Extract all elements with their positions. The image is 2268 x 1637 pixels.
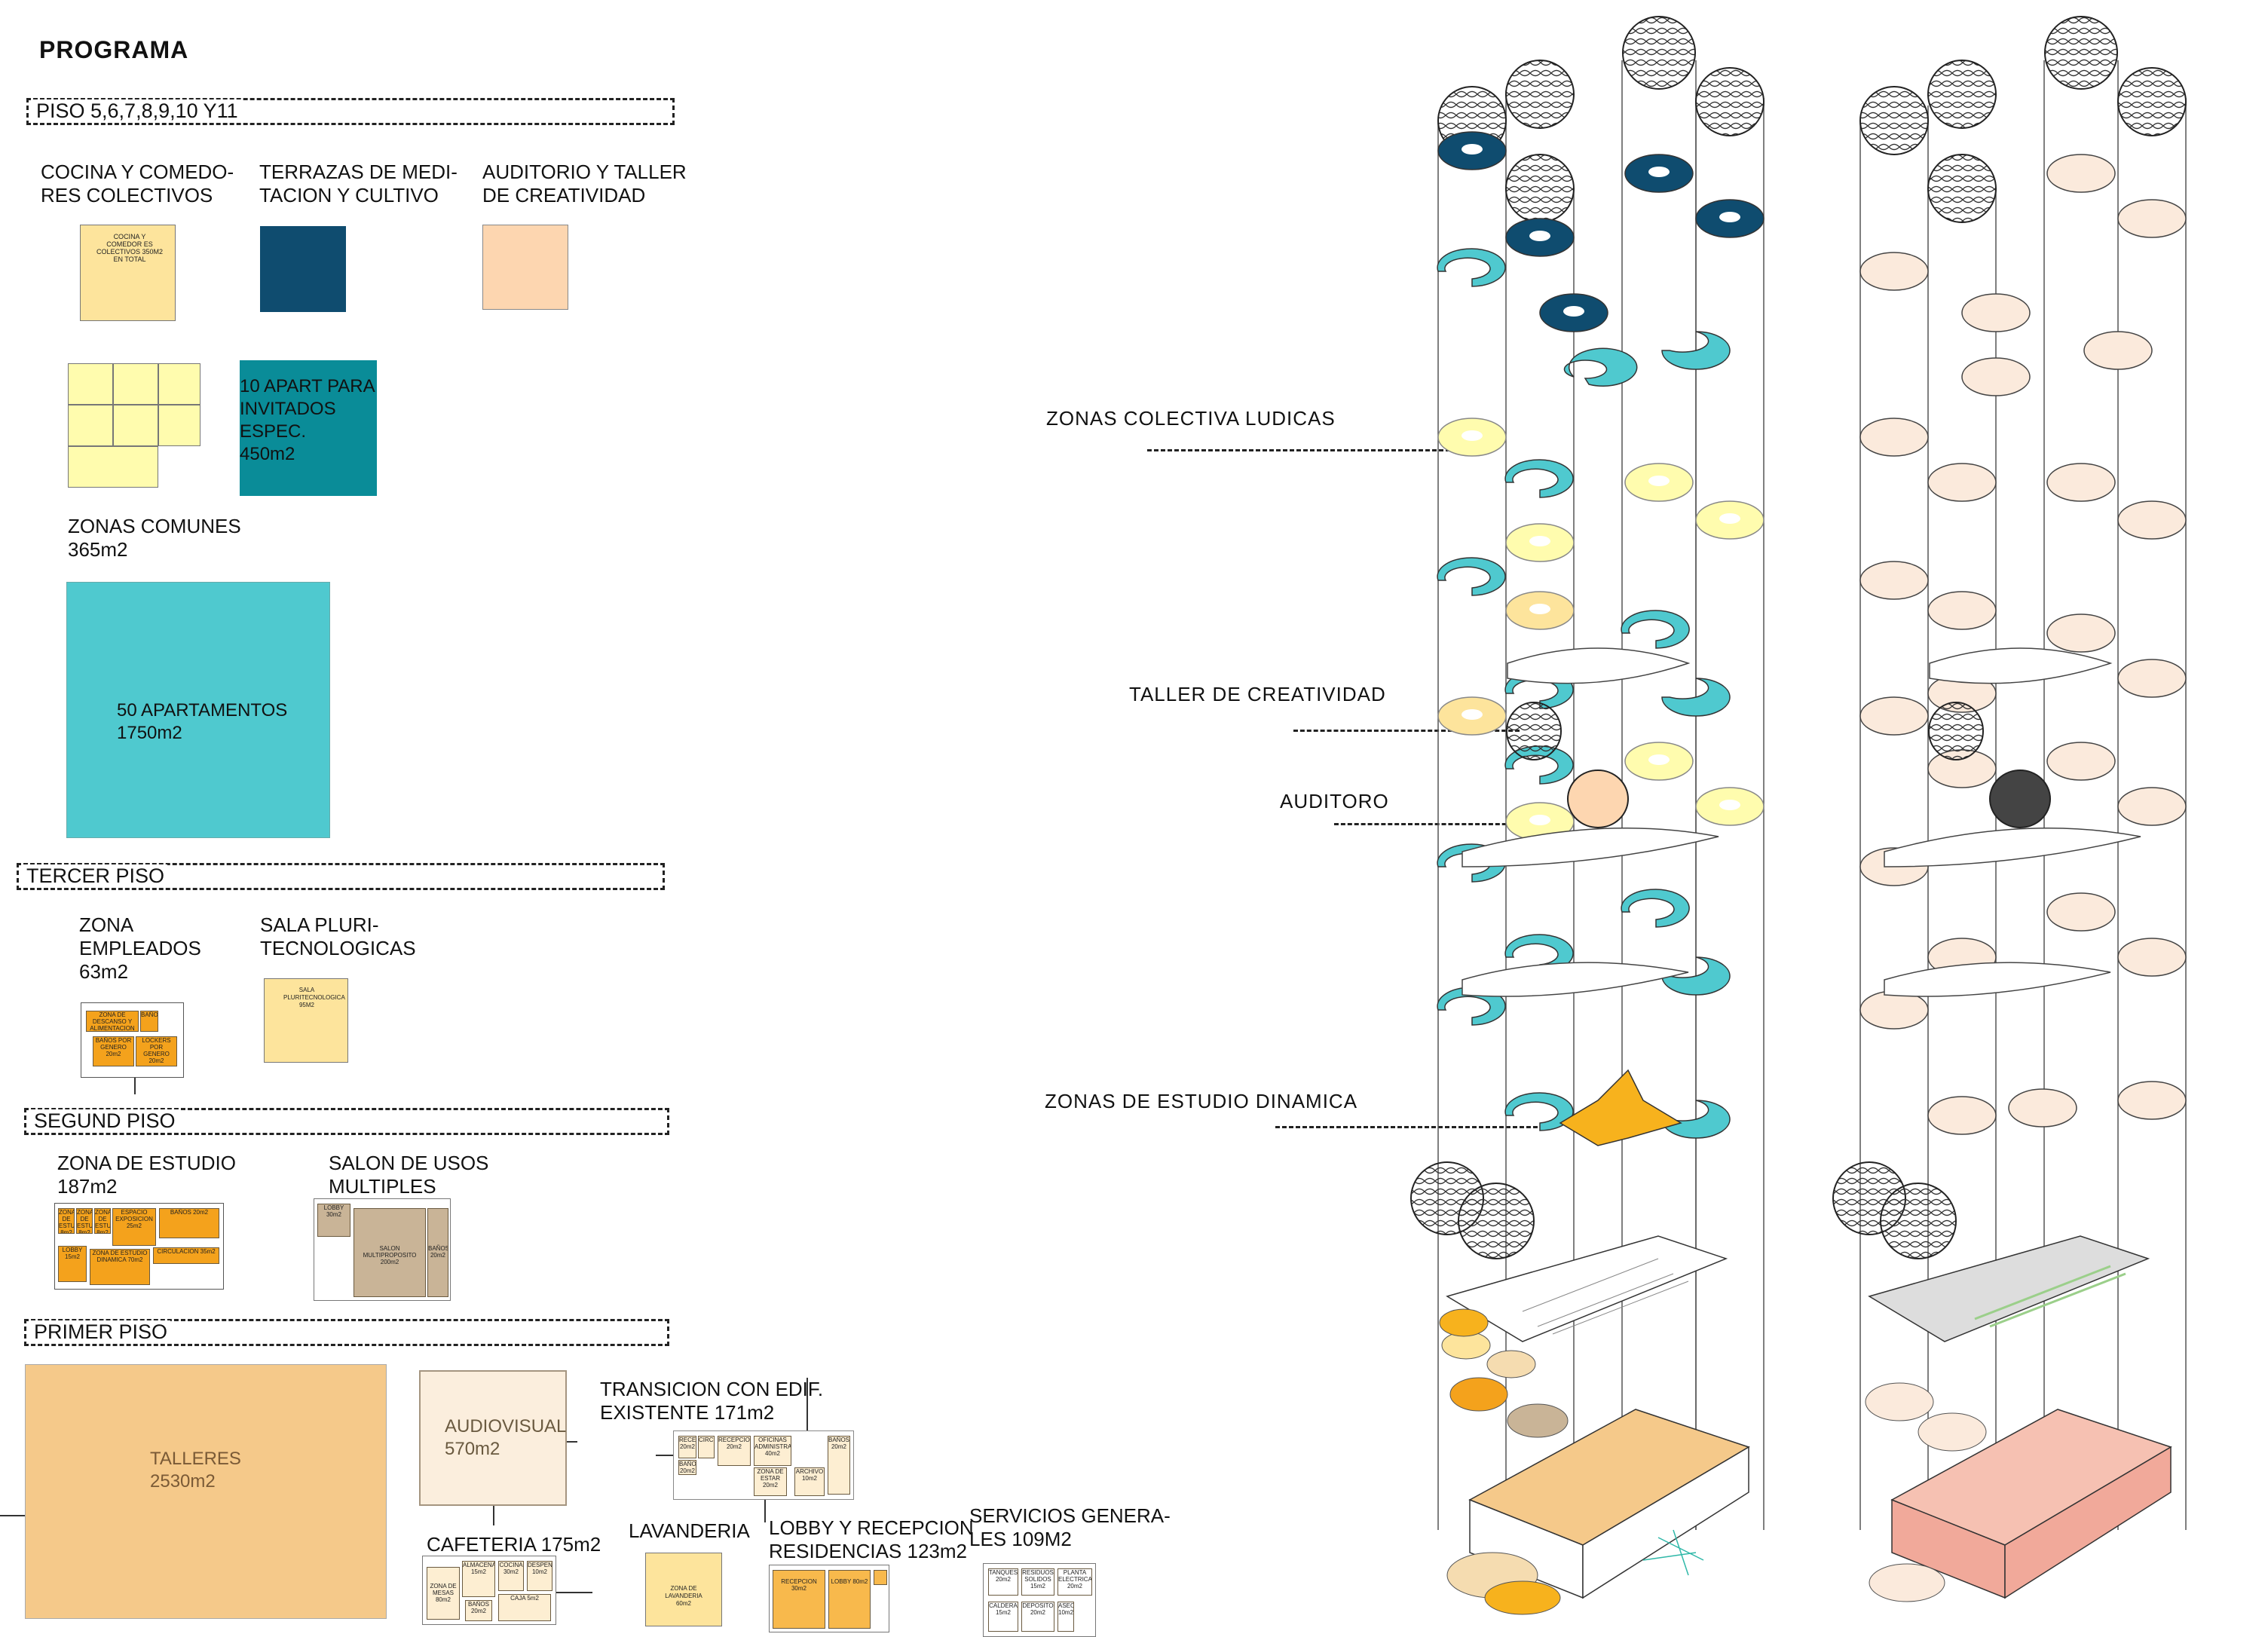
transition-cell: ARCHIVO 10m2 (794, 1467, 825, 1496)
cafeteria-cell: CAJA 5m2 (498, 1594, 551, 1621)
services-cell: PLANTA ELECTRICA 20m2 (1057, 1568, 1092, 1596)
study-cell: ZONA DE ESTUDIO 8m2 (94, 1208, 111, 1234)
transition-cell: RECEPCION 20m2 (718, 1436, 751, 1466)
terrace-label: TERRAZAS DE MEDI- TACION Y CULTIVO (259, 161, 458, 207)
guest-apartments-label: 10 APART PARA INVITADOS ESPEC. 450m2 (240, 376, 375, 464)
pluritech-block: SALA PLURITECNOLOGICA 95M2 (264, 978, 348, 1063)
audiovisual-label: AUDIOVISUAL 570m2 (445, 1416, 567, 1459)
auditorium-label: AUDITORIO Y TALLER DE CREATIVIDAD (482, 161, 687, 207)
services-cell: ASEO 10m2 (1057, 1602, 1074, 1632)
audiovisual-block: AUDIOVISUAL 570m2 (419, 1370, 567, 1506)
floor-header-second: SEGUND PISO (24, 1108, 669, 1135)
services-cell: RESIDUOS SOLIDOS 15m2 (1021, 1568, 1054, 1596)
transition-cell: CIRC. (698, 1436, 715, 1458)
study-zone-shape (1559, 1069, 1682, 1146)
pluritech-label: SALA PLURI- TECNOLOGICAS (260, 913, 416, 959)
transition-cell: RECEPCION 20m2 (678, 1436, 696, 1458)
study-cell: ZONA DE ESTUDIO DINAMICA 70m2 (90, 1249, 150, 1285)
floor-header-second-label: SEGUND PISO (31, 1109, 179, 1133)
annotation-auditoro: AUDITORO (1280, 790, 1389, 812)
study-plan: ZONA DE ESTUDIO 8m2 ZONA DE ESTUDIO 8m2 … (54, 1203, 224, 1290)
program-title: PROGRAMA (39, 36, 189, 63)
study-cell: BAÑOS 20m2 (159, 1208, 219, 1238)
dome-icon (1437, 16, 1765, 223)
kitchen-block-text: COCINA Y COMEDOR ES COLECTIVOS 350M2 EN … (96, 233, 164, 263)
transition-cell: OFICINAS ADMINISTRACION 40m2 (754, 1436, 791, 1466)
laundry-block: ZONA DE LAVANDERIA 60m2 (645, 1553, 722, 1626)
axonometric-tower-plain (1832, 16, 2187, 1602)
services-plan: TANQUES 20m2 RESIDUOS SOLIDOS 15m2 PLANT… (983, 1563, 1096, 1637)
employees-label: ZONA EMPLEADOS 63m2 (79, 913, 201, 983)
multipurpose-plan: LOBBY 30m2 SALON MULTIPROPOSITO 200m2 BA… (314, 1198, 451, 1301)
floor-header-third-label: TERCER PISO (23, 864, 168, 888)
employees-cell: BAÑO (140, 1011, 158, 1032)
apartments-block: 50 APARTAMENTOS 1750m2 (66, 582, 330, 838)
transition-plan: RECEPCION 20m2 CIRC. BAÑOS 20m2 RECEPCIO… (673, 1430, 854, 1500)
pluritech-block-text: SALA PLURITECNOLOGICA 95M2 (283, 987, 345, 1008)
annotation-ludicas: ZONAS COLECTIVA LUDICAS (1046, 407, 1336, 430)
floor-header-upper: PISO 5,6,7,8,9,10 Y11 (26, 98, 675, 125)
workshops-block: TALLERES 2530m2 (25, 1364, 387, 1619)
study-cell: ZONA DE ESTUDIO 8m2 (76, 1208, 93, 1234)
services-label: SERVICIOS GENERA- LES 109M2 (969, 1504, 1171, 1550)
study-cell: LOBBY 15m2 (58, 1246, 87, 1282)
floor-header-third: TERCER PISO (17, 863, 665, 890)
axonometric-tower-colored (1410, 16, 1765, 1615)
transition-cell: BAÑOS 20m2 (828, 1436, 850, 1495)
services-cell: TANQUES 20m2 (988, 1568, 1018, 1596)
terrace-block (260, 226, 346, 312)
laundry-block-text: ZONA DE LAVANDERIA 60m2 (665, 1585, 702, 1607)
lobby-plan: RECEPCION 30m2 LOBBY 80m2 (769, 1565, 889, 1632)
cafeteria-plan: ZONA DE MESAS 80m2 ALMACENAJE 15m2 COCIN… (422, 1556, 556, 1625)
multi-cell: SALON MULTIPROPOSITO 200m2 (354, 1208, 426, 1297)
transition-cell: ZONA DE ESTAR 20m2 (754, 1467, 787, 1496)
floor-header-first-label: PRIMER PISO (31, 1320, 171, 1344)
cafeteria-cell: DESPENSA 10m2 (527, 1561, 552, 1591)
lobby-cell: LOBBY 80m2 (828, 1570, 871, 1629)
lobby-cell: RECEPCION 30m2 (773, 1570, 825, 1629)
cafeteria-cell: COCINA 30m2 (498, 1561, 524, 1591)
guest-apartments-block: 10 APART PARA INVITADOS ESPEC. 450m2 (240, 360, 377, 496)
multi-cell: BAÑOS 20m2 (427, 1208, 448, 1297)
study-label: ZONA DE ESTUDIO 187m2 (57, 1152, 236, 1198)
annotation-taller: TALLER DE CREATIVIDAD (1129, 683, 1386, 705)
common-zones-label: ZONAS COMUNES 365m2 (68, 515, 241, 561)
lobby-label: LOBBY Y RECEPCION RESIDENCIAS 123m2 (769, 1516, 974, 1562)
multi-label: SALON DE USOS MULTIPLES (329, 1152, 489, 1198)
apartments-label: 50 APARTAMENTOS 1750m2 (117, 700, 288, 743)
auditorium-block (482, 225, 568, 310)
employees-plan: ZONA DE DESCANSO Y ALIMENTACION 20m2 BAÑ… (81, 1002, 184, 1078)
study-cell: ESPACIO EXPOSICION 25m2 (112, 1208, 156, 1246)
services-cell: CALDERA 15m2 (988, 1602, 1018, 1632)
cafeteria-label: CAFETERIA 175m2 (427, 1533, 601, 1556)
cafeteria-cell: ALMACENAJE 15m2 (462, 1561, 495, 1597)
kitchen-label: COCINA Y COMEDO- RES COLECTIVOS (41, 161, 234, 207)
kitchen-block: COCINA Y COMEDOR ES COLECTIVOS 350M2 EN … (80, 225, 176, 321)
study-cell: CIRCULACION 35m2 (153, 1247, 219, 1264)
employees-cell: BAÑOS POR GENERO 20m2 (93, 1036, 134, 1066)
study-cell: ZONA DE ESTUDIO 8m2 (58, 1208, 75, 1234)
workshops-label: TALLERES 2530m2 (150, 1449, 241, 1492)
transition-label: TRANSICION CON EDIF. EXISTENTE 171m2 (600, 1378, 824, 1424)
multi-cell: LOBBY 30m2 (317, 1204, 350, 1237)
cafeteria-cell: BAÑOS 20m2 (465, 1600, 492, 1621)
floor-header-first: PRIMER PISO (24, 1319, 669, 1346)
laundry-label: LAVANDERIA (629, 1519, 750, 1542)
auditorium-sphere (1506, 702, 1562, 760)
transition-cell: BAÑOS 20m2 (678, 1460, 696, 1475)
annotation-estudio: ZONAS DE ESTUDIO DINAMICA (1045, 1090, 1358, 1112)
services-cell: DEPOSITO 20m2 (1021, 1602, 1054, 1632)
cafeteria-cell: ZONA DE MESAS 80m2 (427, 1567, 460, 1620)
employees-cell: ZONA DE DESCANSO Y ALIMENTACION 20m2 (86, 1011, 139, 1032)
employees-cell: LOCKERS POR GENERO 20m2 (136, 1036, 177, 1066)
floor-header-upper-label: PISO 5,6,7,8,9,10 Y11 (33, 99, 241, 123)
